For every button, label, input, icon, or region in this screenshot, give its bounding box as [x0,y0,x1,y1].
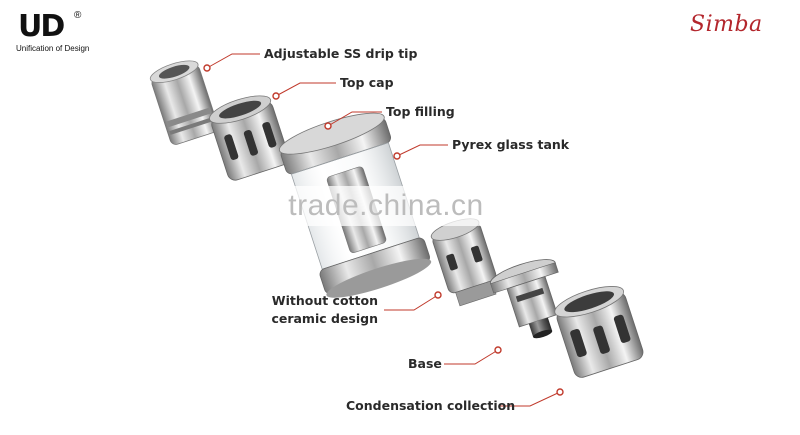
ud-logo: UD ® Unification of Design [16,10,106,54]
logo-mark: UD [18,9,65,44]
leader-lines [206,53,561,407]
registered-mark: ® [74,10,82,21]
dot-pyrex-tank [393,152,401,160]
drip-tip-part [149,60,219,145]
label-pyrex-tank: Pyrex glass tank [452,137,570,152]
leader-pyrex-tank [396,144,448,157]
label-ceramic-line1: Without cotton [271,293,378,308]
label-ceramic-line2: ceramic design [271,311,378,326]
base-part [490,259,559,339]
leader-top-filling [327,111,382,127]
brand-name: Simba [690,12,763,37]
leader-drip-tip [206,53,260,69]
top-cap-part [209,95,290,181]
label-base: Base [408,356,442,371]
leader-condensation [500,391,561,407]
leader-top-cap [275,82,336,97]
label-condensation: Condensation collection [346,398,516,413]
dot-top-cap [272,92,280,100]
label-ceramic-design: Without cotton ceramic design [270,292,378,328]
condensation-ring-part [554,286,644,378]
callout-dots [203,64,564,396]
label-top-filling: Top filling [386,104,455,119]
logo-tagline: Unification of Design [16,44,90,53]
dot-ceramic [434,291,442,299]
dot-base [494,346,502,354]
label-drip-tip: Adjustable SS drip tip [264,46,418,61]
dot-drip-tip [203,64,211,72]
dot-top-filling [324,122,332,130]
label-top-cap: Top cap [340,75,394,90]
dot-condensation [556,388,564,396]
watermark: trade.china.cn [276,186,496,226]
leader-ceramic [384,294,439,311]
leader-base [444,349,499,365]
